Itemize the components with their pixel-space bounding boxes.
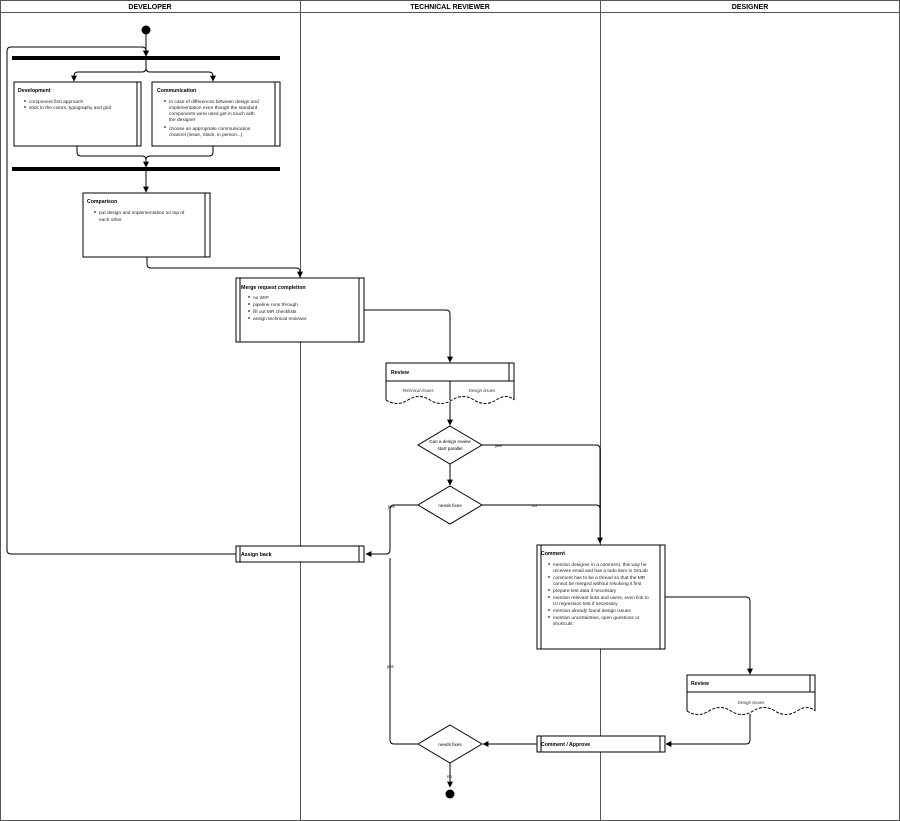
merge-item: no WIP	[253, 295, 269, 301]
comparison-item: each other	[99, 217, 122, 223]
technical-issues-label: Technical issues	[402, 388, 434, 393]
lane-developer: DEVELOPER	[128, 4, 171, 11]
comment-item: comment has to be a thread so that the M…	[553, 575, 646, 581]
merge-request-box: Merge request completion no WIP pipeline…	[235, 277, 365, 343]
edge-label-fixes1-yes: yes	[388, 504, 395, 509]
comment-approve-box: Comment / Approve	[536, 735, 666, 753]
decision-needs-fixes-2-label: needs fixes	[438, 742, 462, 747]
communication-item: channel (issue, Slack, in person...)	[169, 132, 243, 138]
decision-needs-fixes-1-label: needs fixes	[438, 503, 462, 508]
comment-item: prepare test data if necessary	[553, 588, 617, 594]
assign-back-title: Assign back	[241, 552, 272, 558]
comment-item: mention relevant links and users, even l…	[553, 595, 649, 601]
edge-label-fixes1-no: no	[532, 503, 537, 508]
development-box: Development component first approach sti…	[13, 81, 142, 147]
comparison-box: Comparison put design and implementation…	[82, 192, 211, 258]
comment-item: receives email and has a todo item in Gi…	[553, 568, 648, 574]
merge-item: fill out MR checklists	[253, 309, 297, 315]
comment-approve-title: Comment / Approve	[541, 742, 590, 748]
start-node	[141, 25, 151, 35]
review-design-title: Review	[691, 681, 710, 687]
decision-parallel-line1: Can a design review	[429, 439, 471, 444]
communication-item: components were used get in touch with	[169, 111, 255, 117]
review-technical-box: Review Technical issues Design issues	[385, 362, 515, 404]
communication-title: Communication	[157, 88, 196, 94]
comment-item: mention uncertainties, open questions or	[553, 615, 640, 621]
communication-item: choose an appropriate communication	[169, 126, 251, 132]
comment-item: UI regression test if necessary	[553, 601, 618, 607]
lane-designer: DESIGNER	[732, 4, 769, 11]
edge-label-fixes2-no: no	[447, 774, 452, 779]
comparison-title: Comparison	[87, 199, 117, 205]
edge-label-parallel-yes: yes	[495, 443, 502, 448]
communication-item: implementation even though the standard	[169, 105, 258, 111]
assign-back-box: Assign back	[235, 545, 365, 563]
lane-technical-reviewer: TECHNICAL REVIEWER	[410, 4, 490, 11]
comment-title: Comment	[541, 551, 565, 557]
development-item: stick to the colors, typography and grid	[29, 105, 111, 111]
review-design-box: Review Design issues	[686, 674, 816, 715]
join-bar	[12, 167, 280, 171]
edge-label-fixes2-yes: yes	[387, 664, 394, 669]
fork-bar	[12, 56, 280, 60]
comment-item: shortcuts	[553, 621, 573, 627]
merge-item: assign technical reviewer	[253, 316, 307, 322]
review-technical-title: Review	[391, 370, 410, 376]
decision-needs-fixes-1: needs fixes	[417, 485, 483, 525]
review-design-subtitle: Design issues	[738, 700, 766, 705]
design-issues-label: Design issues	[469, 388, 497, 393]
communication-item: the designer	[169, 117, 196, 123]
comparison-item: put design and implementation on top of	[99, 210, 185, 216]
decision-parallel-line2: start parallel	[437, 446, 462, 451]
comment-box: Comment mention designer in a comment, t…	[536, 544, 666, 650]
communication-item: In case of differences between design an…	[169, 99, 259, 105]
decision-parallel: Can a design review start parallel	[417, 425, 483, 465]
merge-title: Merge request completion	[241, 285, 306, 291]
development-item: component first approach	[29, 99, 83, 105]
end-node	[445, 789, 455, 799]
comment-item: cannot be merged without resolving it fi…	[553, 581, 642, 587]
communication-box: Communication In case of differences bet…	[151, 81, 281, 147]
merge-item: pipeline runs through	[253, 302, 298, 308]
comment-item: mention designer in a comment, this way …	[553, 562, 647, 568]
decision-needs-fixes-2: needs fixes	[417, 724, 483, 764]
comment-item: mention already found design issues	[553, 608, 631, 614]
development-title: Development	[18, 88, 51, 94]
